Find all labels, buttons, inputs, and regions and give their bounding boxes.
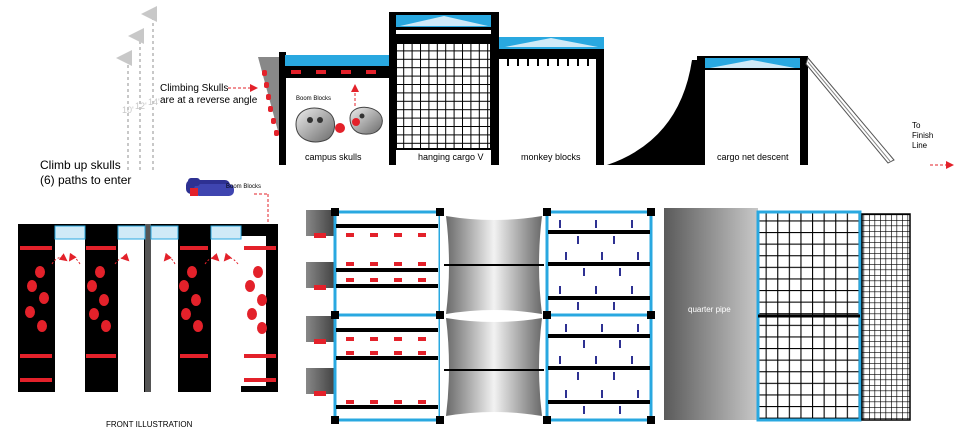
height-14-label: 14' [148, 97, 160, 107]
climb-up-note-1: Climb up skulls [40, 158, 121, 172]
boom-blocks-illustration [186, 178, 234, 196]
height-12-label: 12' [135, 101, 147, 111]
height-guides [116, 6, 157, 170]
plan-view [306, 208, 911, 424]
climbing-skulls-note-1: Climbing Skulls [160, 83, 229, 94]
cargo-net-slope-plan [861, 213, 911, 421]
station-campus-skulls: campus skulls [305, 152, 362, 162]
to-finish-2: Finish [912, 131, 934, 140]
to-finish-1: To [912, 121, 921, 130]
to-finish-3: Line [912, 141, 928, 150]
boom-blocks-top-label: Boom Blocks [296, 96, 332, 102]
front-illustration-title: FRONT ILLUSTRATION [106, 420, 193, 429]
height-10-label: 10' [122, 105, 134, 115]
angled-wall [258, 57, 285, 146]
quarter-pipe-side [607, 60, 697, 165]
hanging-cargo-net [395, 42, 492, 150]
quarter-pipe-label: quarter pipe [688, 305, 731, 314]
climb-up-note-2: (6) paths to enter [40, 173, 132, 187]
front-illustration [18, 224, 278, 396]
boom-blocks-left-label: Boom Blocks [226, 184, 262, 190]
quarter-pipe-plan [664, 208, 758, 420]
skull-rocks [295, 106, 383, 143]
side-view [258, 12, 954, 169]
station-cargo-descent: cargo net descent [717, 152, 789, 162]
station-hanging-cargo: hanging cargo V [418, 152, 484, 162]
station-monkey-blocks: monkey blocks [521, 152, 581, 162]
climbing-skulls-note-2: are at a reverse angle [160, 95, 258, 106]
